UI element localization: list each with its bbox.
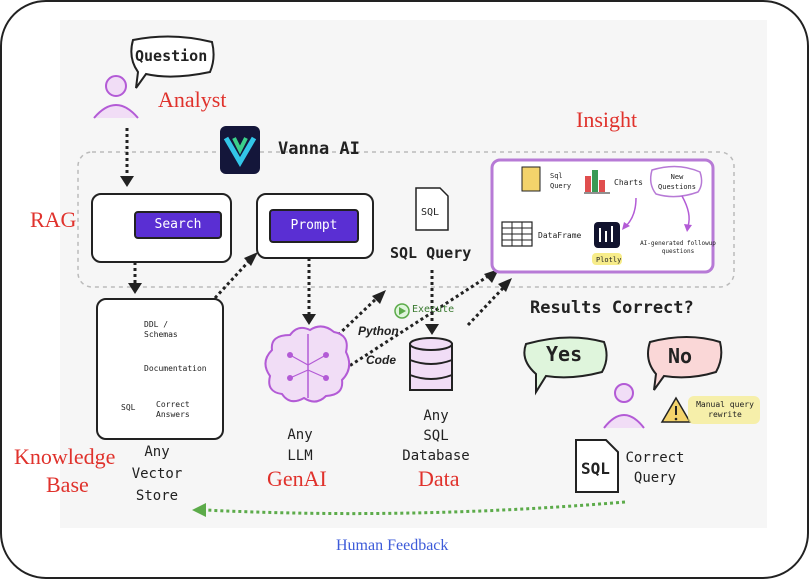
rag-label: RAG (30, 207, 77, 232)
new-questions-bubble (649, 165, 703, 198)
insight-curve-arrow-2 (681, 195, 690, 227)
vector-store-container (96, 298, 224, 440)
correct-query-sql-icon-text: SQL (581, 459, 610, 478)
reviewer-person-icon (603, 383, 645, 429)
diagram-canvas (60, 20, 767, 528)
database-caption-3: Database (402, 448, 470, 464)
vector-store-caption-1: Any (144, 444, 170, 460)
manual-note-highlight (688, 396, 760, 424)
insight-sql-query-label: Sql Query (550, 172, 572, 190)
data-label: Data (418, 466, 460, 491)
insight-sql-file-icon (521, 166, 541, 192)
llm-caption-2: LLM (287, 448, 313, 464)
store-sql-icon-text: SQL (121, 403, 136, 412)
question-bubble-text: Question (135, 47, 208, 65)
results-correct-title: Results Correct? (530, 298, 694, 318)
correct-query-caption-1: Correct (625, 450, 685, 466)
insight-charts-label: Charts (614, 178, 643, 187)
bar-chart-icon (584, 170, 610, 194)
human-feedback-arrow (204, 500, 626, 516)
sql-database-icon (409, 337, 453, 391)
prompt-button[interactable]: Prompt (269, 209, 359, 243)
analyst-label: Analyst (158, 87, 227, 112)
insight-dataframe-label: DataFrame (538, 231, 582, 240)
plotly-icon (592, 222, 622, 265)
analyst-person-icon (93, 75, 139, 119)
rag-region-boundary (77, 151, 735, 288)
vanna-logo-icon (220, 126, 260, 174)
play-icon (394, 303, 410, 319)
yes-bubble-shape (523, 336, 608, 396)
manual-query-rewrite-note: Manual query rewrite (696, 400, 754, 419)
vanna-ai-title: Vanna AI (278, 139, 360, 159)
database-caption-2: SQL (423, 428, 449, 444)
python-label: Python (358, 324, 399, 338)
no-bubble-shape (647, 336, 723, 391)
insight-label: Insight (576, 107, 638, 132)
search-button[interactable]: Search (134, 211, 222, 239)
store-to-prompt-arrow (213, 258, 252, 300)
vector-store-caption-2: Vector (131, 466, 183, 482)
vector-store-caption-3: Store (135, 488, 179, 504)
correct-query-file-icon (575, 439, 619, 493)
store-item-documentation: Documentation (144, 364, 207, 373)
sql-query-label: SQL Query (390, 244, 472, 262)
base-label: Base (46, 472, 89, 497)
brain-icon (264, 325, 351, 403)
database-to-insight-arrow (466, 284, 507, 327)
llm-caption-1: Any (287, 427, 313, 443)
store-item-correct-answers: Correct Answers (156, 400, 190, 419)
human-feedback-label: Human Feedback (336, 537, 449, 554)
sql-file-icon-text: SQL (421, 207, 440, 218)
execute-button[interactable]: Execute (412, 304, 455, 315)
insight-new-questions-label: New Questions (658, 173, 696, 191)
question-bubble-shape (130, 35, 215, 89)
table-icon (501, 221, 533, 247)
genai-label: GenAI (267, 466, 327, 491)
warning-icon (660, 396, 692, 423)
insight-curve-arrow-1 (625, 197, 637, 227)
store-item-ddl: DDL / Schemas (144, 320, 178, 339)
yes-option[interactable]: Yes (546, 342, 583, 366)
no-option[interactable]: No (668, 344, 693, 368)
knowledge-label: Knowledge (14, 444, 116, 469)
code-label: Code (366, 353, 396, 367)
database-caption-1: Any (423, 408, 449, 424)
correct-query-caption-2: Query (633, 470, 677, 486)
insight-followups-label: AI-generated followup questions (640, 240, 716, 255)
sql-file-icon (415, 187, 449, 231)
insight-plotly-label: Plotly (596, 256, 622, 264)
